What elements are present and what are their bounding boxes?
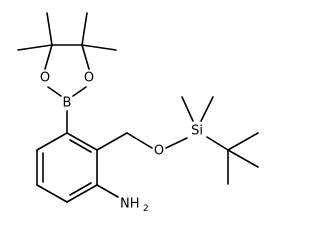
bond-c1-methyl-left (17, 44, 53, 51)
bond-tbu-methyl-up (227, 132, 259, 151)
atom-amine-subscript: 2 (143, 204, 149, 214)
bond-aryl-nh2 (96, 184, 119, 198)
bond-o-si (165, 137, 188, 149)
bond-c2-o-right (81, 44, 90, 70)
bond-c1-o-left (44, 44, 53, 70)
bond-ring-inner-1 (69, 139, 92, 153)
bond-si-methyl-2 (200, 96, 214, 122)
bond-c2-methyl-right (81, 44, 117, 51)
atom-labels: O O B O Si NH 2 (40, 71, 203, 215)
atom-o-right: O (84, 71, 94, 86)
atom-boron: B (63, 96, 72, 111)
bond-ring-6 (36, 132, 68, 151)
bond-c1-methyl-top (46, 12, 53, 46)
chemical-structure: O O B O Si NH 2 (17, 12, 259, 215)
atom-o-left: O (40, 71, 50, 86)
bond-si-tbu (206, 136, 229, 151)
bond-ring-1 (66, 132, 98, 151)
bond-o-right-b (72, 86, 87, 97)
bond-c2-methyl-top (81, 12, 88, 46)
atom-silicon: Si (191, 124, 203, 139)
bond-aryl-ch2 (96, 132, 128, 151)
bond-o-left-b (47, 86, 62, 97)
bond-ch2-o (126, 132, 153, 149)
bond-ring-inner-2 (69, 182, 92, 196)
bond-si-methyl-1 (181, 96, 194, 122)
bond-ring-4 (36, 184, 68, 203)
bond-tbu-methyl-right (227, 149, 259, 168)
atom-amine: NH (120, 197, 140, 212)
atom-o-ether: O (154, 144, 164, 159)
bond-ring-3 (66, 184, 98, 203)
bond-lines (17, 12, 259, 203)
